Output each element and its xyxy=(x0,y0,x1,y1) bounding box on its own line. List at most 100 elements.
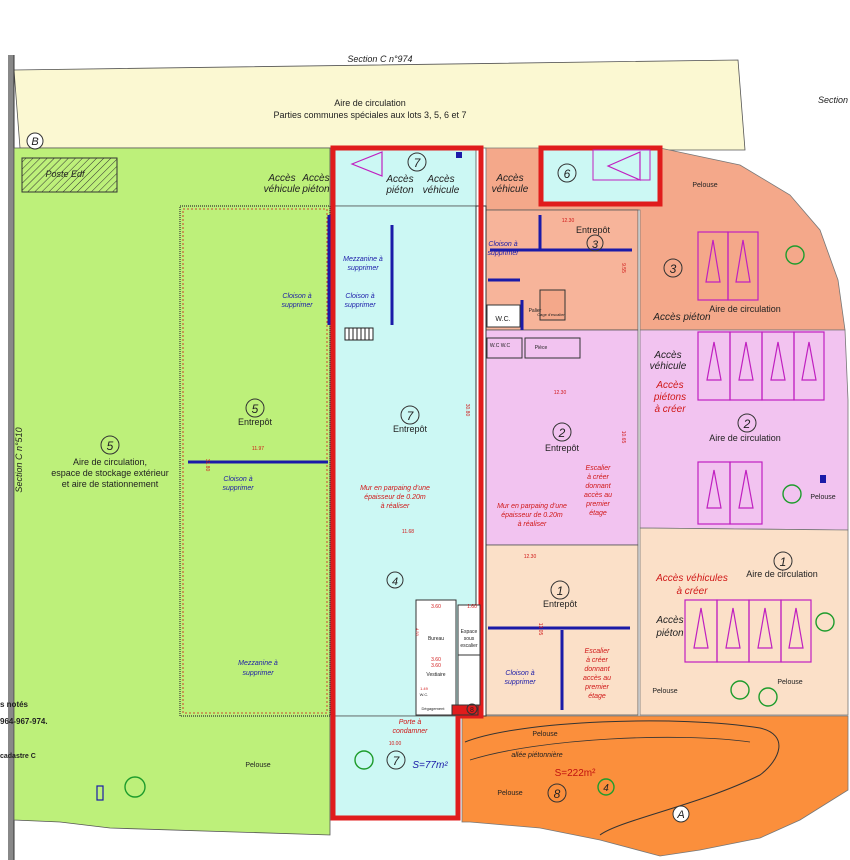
mezzanine-5-l1: Mezzanine à xyxy=(238,660,278,667)
cloison-e-l2: supprimer xyxy=(504,679,536,686)
svg-text:étage: étage xyxy=(589,510,607,517)
svg-text:à créer: à créer xyxy=(586,657,608,664)
room-espace-l3: escalier xyxy=(460,643,478,649)
zone-lot-6 xyxy=(542,149,659,203)
dim-12: 3.60 xyxy=(431,657,441,663)
acces-pieton-5-l2: piéton xyxy=(301,184,330,195)
acces-vehicule-7-l2: véhicule xyxy=(423,185,460,196)
lot-circles xyxy=(100,152,793,803)
acces-vehicule-5-l2: véhicule xyxy=(264,184,301,195)
cloison-b-l1: Cloison à xyxy=(345,293,374,300)
mur-7-l3: à réaliser xyxy=(381,503,410,510)
zone-lot-5 xyxy=(13,147,331,836)
dim-6: 11.97 xyxy=(252,446,264,452)
room-piece: Pièce xyxy=(535,345,548,351)
pelouse-5: Pelouse xyxy=(245,762,270,769)
lot-3-interior-number: 3 xyxy=(592,239,599,251)
circ-top-line2: Parties communes spéciales aux lots 3, 5… xyxy=(273,110,466,120)
acces-pieton-1-l2: piéton xyxy=(655,628,684,639)
entrepot-3: Entrepôt xyxy=(576,225,611,235)
cloison-d-l1: Cloison à xyxy=(223,476,252,483)
room-wc-small: W.C. xyxy=(420,692,429,697)
acces-vehicule-5-l1: Accès xyxy=(267,173,295,184)
stair-lot-5 xyxy=(344,327,374,341)
cloison-d-l2: supprimer xyxy=(222,485,254,492)
escalier-2: Escalier à créer donnant accès au premie… xyxy=(584,465,612,517)
room-palier: Palier xyxy=(529,308,542,314)
mezzanine-7-l1: Mezzanine à xyxy=(343,256,383,263)
mur-2-l2: épaisseur de 0.20m xyxy=(501,512,563,519)
poste-label: Poste Edf xyxy=(45,169,86,179)
acces-vehicule-3-l2: véhicule xyxy=(492,184,529,195)
svg-text:donnant: donnant xyxy=(584,666,610,673)
room-cage: Cage d'escalier xyxy=(537,312,565,317)
lot-5-outdoor-number: 5 xyxy=(107,439,114,453)
mezzanine-7-l2: supprimer xyxy=(347,265,379,272)
lot-6-number: 6 xyxy=(564,167,571,181)
cloison-c-l2: supprimer xyxy=(487,250,519,257)
surface-7: S=77m² xyxy=(412,760,448,771)
acces-pietons-creer-l1: Accès xyxy=(655,380,683,391)
marker-a xyxy=(672,805,690,823)
pelouse-1b: Pelouse xyxy=(652,688,677,695)
parking-lot-3 xyxy=(697,231,759,301)
lot-1-outdoor-number: 1 xyxy=(780,555,787,569)
section-left-label: Section C n°510 xyxy=(14,427,24,492)
zone-lot-2 xyxy=(485,329,639,546)
acces-pieton-7-l1: Accès xyxy=(385,174,413,185)
rooms-lot-3 xyxy=(486,289,581,359)
zone-lot-7-bottom xyxy=(332,715,459,817)
pelouse-8b: Pelouse xyxy=(497,790,522,797)
dim-3: 12.30 xyxy=(554,390,567,396)
dim-2: 9.55 xyxy=(620,263,626,273)
lot5-area-l2: espace de stockage extérieur xyxy=(51,468,169,478)
mezzanine-5-l2: supprimer xyxy=(242,670,274,677)
tree-icons xyxy=(124,245,835,798)
lot-7-top-number: 7 xyxy=(414,156,422,170)
svg-text:étage: étage xyxy=(588,693,606,700)
room-degagement: Dégagement xyxy=(422,706,446,711)
acces-vehicule-7-l1: Accès xyxy=(426,174,454,185)
lot5-area-l1: Aire de circulation, xyxy=(73,457,147,467)
ramp-lot-6 xyxy=(606,151,641,181)
mur-2-l3: à réaliser xyxy=(518,521,547,528)
acces-vehicule-2-l1: Accès xyxy=(653,350,681,361)
acces-pieton-1-l1: Accès xyxy=(655,615,683,626)
pelouse-1a: Pelouse xyxy=(777,679,802,686)
dim-11: 1.60 xyxy=(467,604,477,610)
acces-vehicules-creer-l2: à créer xyxy=(676,586,708,597)
acces-pietons-creer-l2: piétons xyxy=(653,392,686,403)
zone-lot-2-outdoor xyxy=(639,329,849,531)
lot-5-building-number: 5 xyxy=(252,402,259,416)
dim-17: 4.53 xyxy=(415,628,420,637)
pelouse-2: Pelouse xyxy=(810,494,835,501)
rooms-lot-4 xyxy=(415,599,481,716)
acces-pieton-3: Accès piéton xyxy=(652,312,711,323)
pelouse-8a: Pelouse xyxy=(532,731,557,738)
lot-1-building-number: 1 xyxy=(557,584,564,598)
ramp-lot-7 xyxy=(350,151,383,177)
section-top-label: Section C n°974 xyxy=(347,54,412,64)
building-lot-5 xyxy=(179,205,331,717)
allee-label: allée piétonnière xyxy=(511,752,562,759)
zone-lot-7-top xyxy=(332,147,477,207)
dim-1: 12.30 xyxy=(562,218,575,224)
acces-vehicule-2-l2: véhicule xyxy=(650,361,687,372)
zone-lot-8 xyxy=(461,715,849,857)
lot-2-building-number: 2 xyxy=(558,426,566,440)
lot-6-outline xyxy=(538,145,663,207)
blue-marker xyxy=(96,785,104,801)
aire-circ-3: Aire de circulation xyxy=(709,304,781,314)
acces-pietons-creer-l3: à créer xyxy=(654,404,686,415)
mur-7-l1: Mur en parpaing d'une xyxy=(360,485,430,492)
left-edge-l2: 964-967-974. xyxy=(0,717,48,726)
svg-text:accès au: accès au xyxy=(583,675,611,682)
acces-pieton-7-l2: piéton xyxy=(385,185,414,196)
porte-l2: condamner xyxy=(392,728,428,735)
svg-text:à créer: à créer xyxy=(587,474,609,481)
room-wcwc: W.C W.C xyxy=(490,343,511,349)
svg-text:premier: premier xyxy=(584,684,609,691)
room-vestiaire: Vestiaire xyxy=(426,672,445,678)
left-edge-l1: s notés xyxy=(0,700,29,709)
